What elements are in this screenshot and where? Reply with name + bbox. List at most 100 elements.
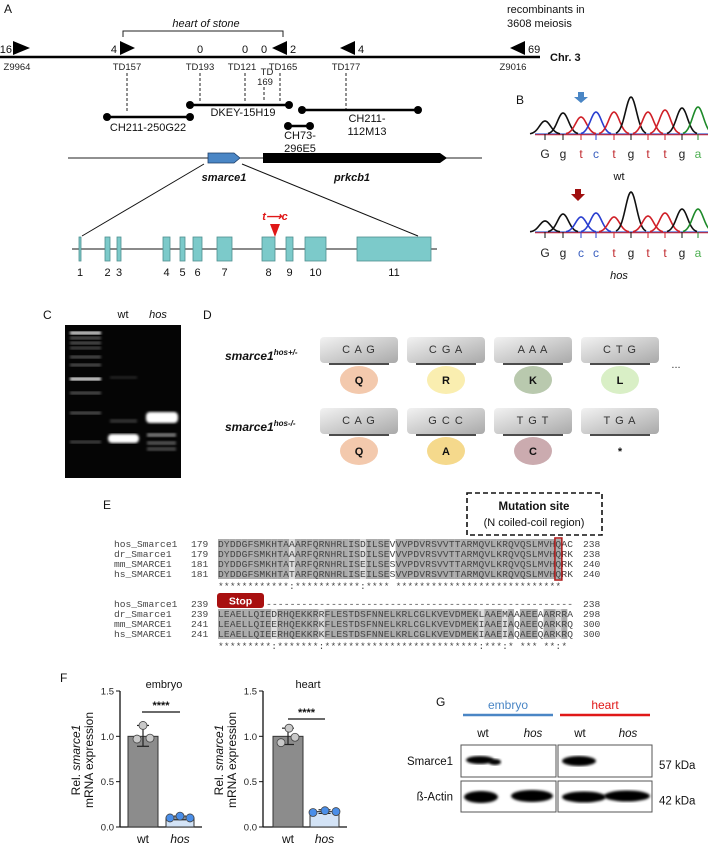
panel-label-b: B xyxy=(516,93,524,107)
conservation-shade xyxy=(247,549,254,559)
peak-g xyxy=(529,120,561,135)
conservation-shade xyxy=(235,619,242,629)
data-point xyxy=(132,734,142,744)
conservation-shade xyxy=(502,549,509,559)
conservation-shade xyxy=(484,609,491,619)
recombinant-count: 0 xyxy=(261,44,267,56)
genotype-gene: smarce1 xyxy=(225,349,274,363)
conservation-shade xyxy=(407,609,414,619)
conservation-shade xyxy=(312,549,319,559)
blot-size-label: 42 kDa xyxy=(659,796,696,808)
conservation-shade xyxy=(496,609,503,619)
y-axis-label-prefix: Rel. xyxy=(212,771,226,796)
conservation-shade xyxy=(442,569,449,579)
conservation-shade xyxy=(413,619,420,629)
conservation-shade xyxy=(366,559,372,569)
conservation-shade xyxy=(259,609,266,619)
peak-g xyxy=(529,220,561,233)
y-axis-label: Rel. smarce1 xyxy=(69,725,83,796)
conservation-shade xyxy=(366,629,372,639)
exon-number: 10 xyxy=(309,267,321,279)
ladder-band xyxy=(70,391,101,395)
conservation-shade xyxy=(371,619,378,629)
conservation-shade xyxy=(294,629,301,639)
marker-label: TD xyxy=(261,67,274,78)
conservation-shade xyxy=(265,539,272,549)
conservation-shade xyxy=(360,609,367,619)
exon-3 xyxy=(116,236,122,262)
panel-label-f: F xyxy=(60,671,67,685)
conservation-shade xyxy=(289,609,296,619)
marker-label: TD165 xyxy=(269,62,298,73)
peak-c xyxy=(580,111,612,135)
conservation-shade xyxy=(241,549,248,559)
conservation-shade xyxy=(324,549,331,559)
conservation-shade xyxy=(431,559,438,569)
conservation-shade xyxy=(253,629,260,639)
data-point xyxy=(145,733,155,743)
sequence-end: 238 xyxy=(583,599,601,610)
conservation-shade xyxy=(342,569,349,579)
conservation-shade xyxy=(223,629,230,639)
conservation-shade xyxy=(425,559,432,569)
conservation-shade xyxy=(306,569,313,579)
conservation-shade xyxy=(235,629,242,639)
conservation-shade xyxy=(271,569,278,579)
exon-number: 7 xyxy=(221,267,227,279)
conservation-shade xyxy=(265,609,272,619)
sequence-start: 241 xyxy=(191,619,209,630)
codon-row-heterozygous: smarce1hos+/-C A GQC G ARA A AKC T GL... xyxy=(225,337,681,394)
conservation-shade xyxy=(543,569,550,579)
peak-t xyxy=(598,111,630,135)
panel-label-a: A xyxy=(4,2,12,16)
panel-d: D smarce1hos+/-C A GQC G ARA A AKC T GL.… xyxy=(203,308,681,465)
base-call: G xyxy=(540,246,549,260)
conservation-shade xyxy=(448,629,455,639)
conservation-shade xyxy=(283,619,290,629)
panel-c: C wt hos xyxy=(43,308,181,478)
blot-size-label: 57 kDa xyxy=(659,760,696,772)
bac-end-dot xyxy=(103,113,111,121)
conservation-shade xyxy=(407,549,414,559)
chromosome-label: Chr. 3 xyxy=(550,52,581,64)
conservation-shade xyxy=(496,569,503,579)
mutation-marker-icon xyxy=(270,224,280,237)
conservation-shade xyxy=(549,569,556,579)
blot-group-label: heart xyxy=(591,698,619,712)
y-axis-label-prefix: Rel. xyxy=(69,771,83,796)
conservation-shade xyxy=(401,629,408,639)
conservation-shade xyxy=(354,609,361,619)
conservation-shade xyxy=(294,609,301,619)
conservation-shade xyxy=(289,539,296,549)
conservation-shade xyxy=(561,629,568,639)
conservation-shade xyxy=(336,559,343,569)
exon-number: 4 xyxy=(163,267,169,279)
conservation-shade xyxy=(218,539,224,549)
marker-triangle-icon xyxy=(272,41,287,55)
conservation-shade xyxy=(401,609,408,619)
protein-band xyxy=(489,759,501,765)
base-call: c xyxy=(578,246,584,260)
exon-number: 5 xyxy=(179,267,185,279)
recombinant-count: 0 xyxy=(197,44,203,56)
chart-title: embryo xyxy=(146,679,183,691)
conservation-shade xyxy=(241,559,248,569)
conservation-shade xyxy=(383,539,390,549)
conservation-shade xyxy=(496,549,503,559)
exon-number: 9 xyxy=(286,267,292,279)
recombinant-count: 4 xyxy=(111,44,117,56)
conservation-shade xyxy=(519,569,526,579)
codon-box xyxy=(581,337,659,363)
significance-stars: **** xyxy=(152,700,170,712)
conservation-shade xyxy=(300,569,307,579)
exon-2 xyxy=(104,236,111,262)
conservation-shade xyxy=(330,609,337,619)
conservation-shade xyxy=(324,559,331,569)
protein-band xyxy=(562,791,606,803)
conservation-shade xyxy=(395,549,402,559)
conservation-shade xyxy=(472,539,479,549)
